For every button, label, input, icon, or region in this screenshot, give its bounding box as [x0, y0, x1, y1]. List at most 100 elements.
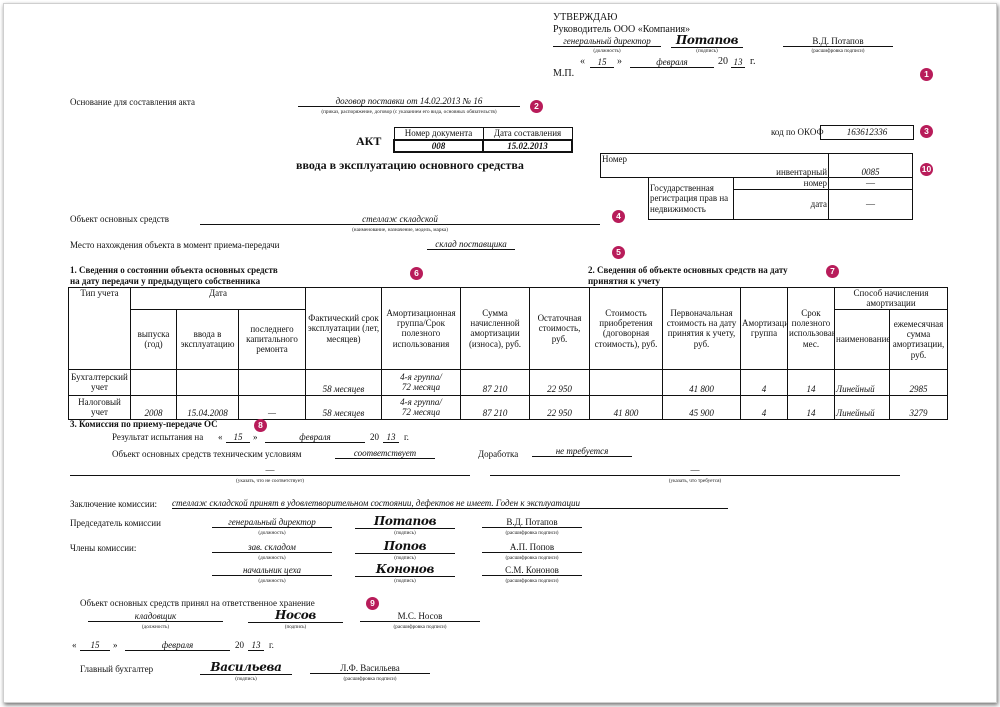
custody-name: М.С. Носов: [360, 611, 480, 622]
cell-amort-group: 4-я группа/72 месяца: [381, 368, 461, 396]
th-method-name: наименование: [834, 308, 890, 370]
test-year-suffix: 13: [383, 432, 399, 443]
table-row: Налоговый учет 2008 15.04.2008 — 58 меся…: [68, 394, 949, 420]
approve-signature: Потапов: [671, 33, 743, 48]
accountant-signature: Васильева: [200, 660, 292, 675]
section2-title-line1: 2. Сведения об объекте основных средств …: [588, 265, 788, 275]
cell-residual: 22 950: [529, 394, 590, 420]
th-acq-cost: Стоимость приобретения (договорная стоим…: [589, 287, 663, 370]
th-group: Амортизационная группа: [740, 287, 788, 370]
test-year-prefix: 20: [370, 432, 379, 442]
cell-actual-term: 58 месяцев: [305, 368, 382, 396]
custody-signature: Носов: [248, 608, 343, 623]
doc-number-label: Номер документа: [393, 127, 484, 140]
cell-amort-group-line2: 72 месяца: [401, 382, 441, 393]
section3-title: 3. Комиссия по приему-передаче ОС: [70, 419, 218, 429]
approve-year-prefix: 20: [718, 56, 728, 67]
member1-cap-signature: (подпись): [394, 555, 416, 561]
conditions-caption: (указать, что не соответствует): [236, 478, 304, 484]
doc-date-label: Дата составления: [482, 127, 573, 140]
rework-value: не требуется: [532, 446, 632, 457]
approve-title: УТВЕРЖДАЮ: [553, 12, 618, 23]
cell-monthly: 3279: [888, 394, 949, 420]
registration-label: Государственная регистрация прав на недв…: [648, 177, 734, 220]
rework-label: Доработка: [478, 449, 519, 459]
approve-mp: М.П.: [553, 68, 575, 79]
section1-title-line2: на дату передачи у предыдущего собственн…: [70, 276, 261, 286]
marker-badge: 3: [920, 125, 933, 138]
cell-last-repair: [238, 368, 306, 396]
basis-value: договор поставки от 14.02.2013 № 16: [298, 96, 520, 107]
basis-caption: (приказ, распоряжение, договор (с указан…: [321, 109, 497, 115]
doc-number-value: 008: [393, 138, 484, 153]
th-useful-term: Срок полезного использования, мес.: [787, 287, 835, 370]
member1-position: зав. складом: [212, 542, 332, 553]
cell-type: Налоговый учет: [68, 394, 131, 420]
conclusion-value: стеллаж складской принят в удовлетворите…: [172, 498, 728, 509]
approve-month: февраля: [630, 57, 714, 68]
inventory-value: 0085: [828, 153, 914, 178]
member1-signature: Попов: [355, 539, 455, 554]
cell-last-repair: —: [238, 394, 306, 420]
approve-quote-close: »: [617, 56, 622, 67]
marker-badge: 6: [410, 267, 423, 280]
okof-label: код по ОКОФ: [771, 127, 824, 137]
doc-date-value: 15.02.2013: [482, 138, 573, 153]
member1-cap-name: (расшифровка подписи): [505, 555, 559, 561]
location-value: склад поставщика: [427, 239, 515, 250]
custody-day: 15: [80, 640, 110, 651]
rework-caption: (указать, что требуется): [668, 478, 722, 484]
cell-residual: 22 950: [529, 368, 590, 396]
object-label: Объект основных средств: [70, 214, 169, 224]
cell-initial-cost: 45 900: [662, 394, 741, 420]
marker-badge: 5: [612, 246, 625, 259]
approve-day: 15: [590, 57, 614, 68]
cell-commission: [176, 368, 239, 396]
reg-date-value: —: [828, 189, 914, 220]
cell-amort-group-line1: 4-я группа/: [400, 371, 442, 382]
test-month: февраля: [265, 432, 365, 443]
chair-cap-position: (должность): [258, 530, 286, 536]
custody-cap-signature: (подпись): [284, 624, 307, 630]
approve-cap-position: (должность): [593, 48, 621, 54]
rework-line: —: [490, 465, 900, 476]
cell-release: 2008: [130, 394, 177, 420]
accountant-cap-name: (расшифровка подписи): [343, 676, 397, 682]
reg-date-label: дата: [732, 189, 830, 220]
member2-cap-signature: (подпись): [394, 578, 416, 584]
cell-group: 4: [740, 394, 788, 420]
cell-method: Линейный: [834, 368, 890, 396]
member1-cap-position: (должность): [258, 555, 286, 561]
table-row: Бухгалтерский учет 58 месяцев 4-я группа…: [68, 368, 949, 396]
member2-position: начальник цеха: [212, 565, 332, 576]
member2-signature: Кононов: [355, 562, 455, 577]
member2-name: С.М. Кононов: [482, 565, 582, 576]
th-last-repair: последнего капитального ремонта: [238, 308, 306, 370]
marker-badge: 7: [826, 265, 839, 278]
accountant-name: Л.Ф. Васильева: [310, 663, 430, 674]
inventory-table: Номер инвентарный 0085 Государственная р…: [600, 153, 914, 220]
custody-year-suffix: 13: [248, 640, 264, 651]
th-monthly: ежемесячная сумма амортизации, руб.: [888, 308, 949, 370]
akt-subtitle: ввода в эксплуатацию основного средства: [296, 158, 524, 172]
cell-acq-cost: [589, 368, 663, 396]
approve-cap-signature: (подпись): [696, 48, 718, 54]
cell-actual-term: 58 месяцев: [305, 394, 382, 420]
chair-name: В.Д. Потапов: [482, 517, 582, 528]
th-actual-term: Фактический срок эксплуатации (лет, меся…: [305, 287, 382, 370]
th-initial-cost: Первоначальная стоимость на дату приняти…: [662, 287, 741, 370]
test-year-unit: г.: [404, 432, 409, 442]
doc-number-table: Номер документа Дата составления 008 15.…: [393, 127, 573, 153]
cell-initial-cost: 41 800: [662, 368, 741, 396]
chair-cap-name: (расшифровка подписи): [505, 530, 559, 536]
th-method: Способ начисления амортизации: [833, 287, 949, 310]
th-residual: Остаточная стоимость, руб.: [529, 287, 590, 370]
cell-amort-group: 4-я группа/72 месяца: [381, 394, 461, 420]
conditions-value: соответствует: [335, 448, 435, 459]
members-label: Члены комиссии:: [70, 543, 137, 553]
section2-title-line2: принятия к учету: [588, 276, 660, 286]
cell-monthly: 2985: [888, 368, 949, 396]
test-quote-close: »: [253, 432, 258, 442]
chair-label: Председатель комиссии: [70, 518, 161, 528]
